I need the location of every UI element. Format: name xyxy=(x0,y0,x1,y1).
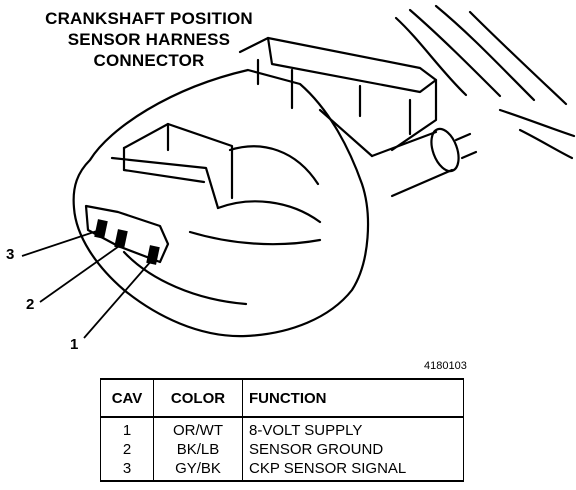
table-row: 2 BK/LB SENSOR GROUND xyxy=(100,440,464,459)
leader-2 xyxy=(39,243,123,303)
diagram-title: CRANKSHAFT POSITION SENSOR HARNESS CONNE… xyxy=(14,8,284,71)
leader-1 xyxy=(83,259,153,339)
table-header-row: CAV COLOR FUNCTION xyxy=(100,378,464,418)
figure-id: 4180103 xyxy=(424,360,467,372)
cell-cav: 2 xyxy=(100,440,154,459)
table-row: 3 GY/BK CKP SENSOR SIGNAL xyxy=(100,459,464,482)
terminal-cavities xyxy=(94,219,160,265)
harness-wires xyxy=(394,4,576,160)
callout-3: 3 xyxy=(6,246,15,263)
header-function: FUNCTION xyxy=(242,378,464,418)
cell-cav: 1 xyxy=(100,417,154,440)
title-line-3: CONNECTOR xyxy=(93,51,205,70)
table-row: 1 OR/WT 8-VOLT SUPPLY xyxy=(100,417,464,440)
connector-body xyxy=(72,68,370,338)
cell-function: CKP SENSOR SIGNAL xyxy=(242,459,464,482)
cavity-2 xyxy=(114,229,128,249)
callout-2: 2 xyxy=(26,296,35,313)
cell-color: OR/WT xyxy=(153,417,243,440)
cell-function: SENSOR GROUND xyxy=(242,440,464,459)
cavity-1 xyxy=(146,245,160,265)
wire-boot xyxy=(370,127,478,198)
cell-color: BK/LB xyxy=(153,440,243,459)
title-line-2: SENSOR HARNESS xyxy=(67,30,231,49)
cavity-3 xyxy=(94,219,108,239)
cell-cav: 3 xyxy=(100,459,154,482)
pinout-table: CAV COLOR FUNCTION 1 OR/WT 8-VOLT SUPPLY… xyxy=(100,378,464,482)
callout-1: 1 xyxy=(70,336,79,353)
title-line-1: CRANKSHAFT POSITION xyxy=(45,9,253,28)
leader-3 xyxy=(21,229,101,257)
locking-tab xyxy=(122,122,234,200)
cell-color: GY/BK xyxy=(153,459,243,482)
rear-housing xyxy=(238,36,438,158)
cell-function: 8-VOLT SUPPLY xyxy=(242,417,464,440)
header-color: COLOR xyxy=(153,378,243,418)
header-cav: CAV xyxy=(100,378,154,418)
callout-leaders xyxy=(21,229,153,339)
connector-illustration xyxy=(21,4,576,339)
